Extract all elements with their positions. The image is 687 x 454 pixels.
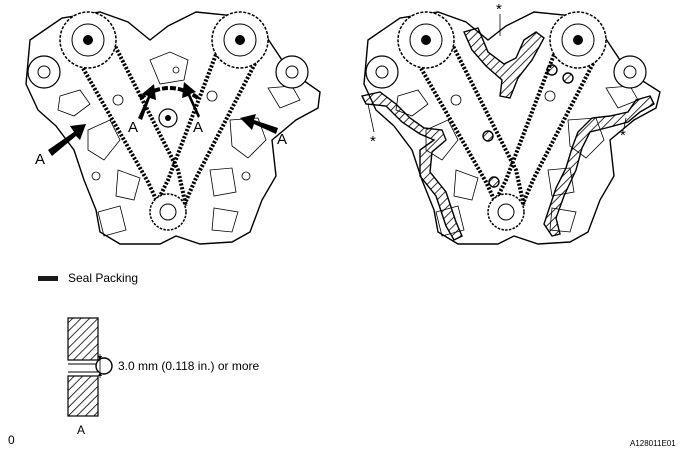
seal-packing-legend-label: Seal Packing	[68, 271, 139, 285]
detail-view-a	[67, 317, 113, 417]
callout-label-a-2: A	[128, 119, 139, 136]
dimension-callout: 3.0 mm (0.118 in.) or more	[118, 359, 260, 373]
engine-left-view	[25, 11, 321, 245]
asterisk-mark-right: *	[620, 127, 626, 144]
camshaft-sprocket-right-b	[549, 11, 607, 69]
camshaft-sprocket-left-a	[59, 11, 117, 69]
seal-packing-legend-swatch	[38, 276, 58, 281]
callout-label-a-4: A	[277, 131, 288, 148]
arrow-marker-icon	[48, 82, 278, 156]
engine-block-outline-left	[25, 11, 321, 245]
crankshaft-sprocket-right	[487, 193, 525, 231]
page-marker: 0	[8, 433, 15, 447]
seal-packing-bead-right	[360, 27, 655, 241]
detail-view-label: A	[77, 423, 86, 437]
engine-right-view	[360, 11, 661, 245]
asterisk-mark-top: *	[496, 1, 502, 18]
camshaft-sprocket-left-b	[211, 11, 269, 69]
callout-label-a-3: A	[193, 119, 204, 136]
camshaft-sprocket-right-a	[397, 11, 455, 69]
seal-bead-left-top	[138, 86, 200, 100]
seal-bead-cross-section	[95, 357, 113, 375]
asterisk-mark-left: *	[370, 133, 376, 150]
crankshaft-sprocket-left	[149, 193, 187, 231]
figure-code: A128011E01	[630, 439, 676, 448]
callout-label-a-1: A	[35, 151, 46, 168]
